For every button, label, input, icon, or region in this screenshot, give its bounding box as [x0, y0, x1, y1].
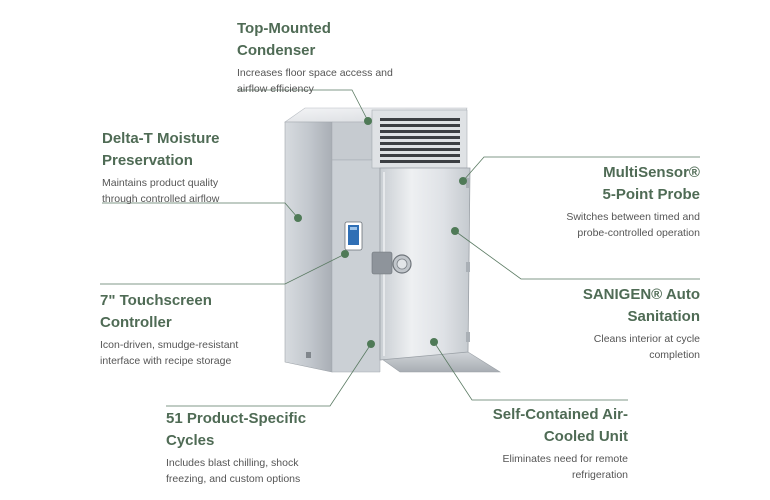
- callout-touchscreen: 7" Touchscreen Controller Icon-driven, s…: [100, 290, 238, 369]
- leader-sanigen: [454, 230, 700, 280]
- marker-sanigen: [451, 227, 459, 235]
- marker-touchscreen: [341, 250, 349, 258]
- door-hinge: [466, 262, 470, 272]
- callout-desc: Icon-driven, smudge-resistant interface …: [100, 339, 239, 367]
- callout-desc: Eliminates need for remote refrigeration: [502, 453, 628, 481]
- cabinet-side-panel: [284, 121, 333, 373]
- callout-desc: Maintains product quality through contro…: [102, 177, 220, 205]
- callout-desc: Increases floor space access and airflow…: [237, 67, 393, 95]
- callout-title: Delta-T Moisture Preservation: [102, 130, 220, 169]
- callout-condenser: Top-Mounted Condenser Increases floor sp…: [237, 18, 393, 97]
- leader-condenser: [237, 89, 369, 122]
- callout-delta-t: Delta-T Moisture Preservation Maintains …: [102, 128, 220, 207]
- callout-title: 51 Product-Specific Cycles: [166, 410, 307, 449]
- callout-desc: Cleans interior at cycle completion: [593, 333, 700, 361]
- marker-multisensor: [459, 177, 467, 185]
- callout-title: 7" Touchscreen Controller: [100, 292, 212, 331]
- marker-delta-t: [294, 214, 302, 222]
- leader-cycles: [166, 343, 372, 407]
- callout-sanigen: SANIGEN® Auto Sanitation Cleans interior…: [583, 284, 700, 363]
- cabinet-door: [379, 167, 471, 361]
- door-hinge: [466, 178, 470, 188]
- marker-cycles: [367, 340, 375, 348]
- callout-desc: Includes blast chilling, shock freezing,…: [166, 457, 301, 485]
- marker-condenser: [364, 117, 372, 125]
- leader-self-contained: [433, 341, 628, 401]
- leader-multisensor: [462, 156, 700, 182]
- callout-cycles: 51 Product-Specific Cycles Includes blas…: [166, 408, 306, 487]
- marker-dots: [294, 117, 467, 348]
- door-hinge: [466, 332, 470, 342]
- callout-title: SANIGEN® Auto Sanitation: [582, 286, 700, 325]
- callout-title: MultiSensor® 5-Point Probe: [602, 164, 700, 203]
- leader-lines: [100, 89, 700, 407]
- marker-self-contained: [430, 338, 438, 346]
- callout-title: Self-Contained Air- Cooled Unit: [492, 406, 628, 445]
- callout-desc: Switches between timed and probe-control…: [566, 211, 700, 239]
- condenser-vent-icon: [380, 118, 460, 163]
- callout-self-contained: Self-Contained Air- Cooled Unit Eliminat…: [493, 404, 628, 483]
- callout-multisensor: MultiSensor® 5-Point Probe Switches betw…: [566, 162, 700, 241]
- leader-touchscreen: [100, 253, 346, 285]
- leader-delta-t: [102, 202, 299, 219]
- callout-title: Top-Mounted Condenser: [237, 20, 331, 59]
- door-handle: [371, 251, 393, 275]
